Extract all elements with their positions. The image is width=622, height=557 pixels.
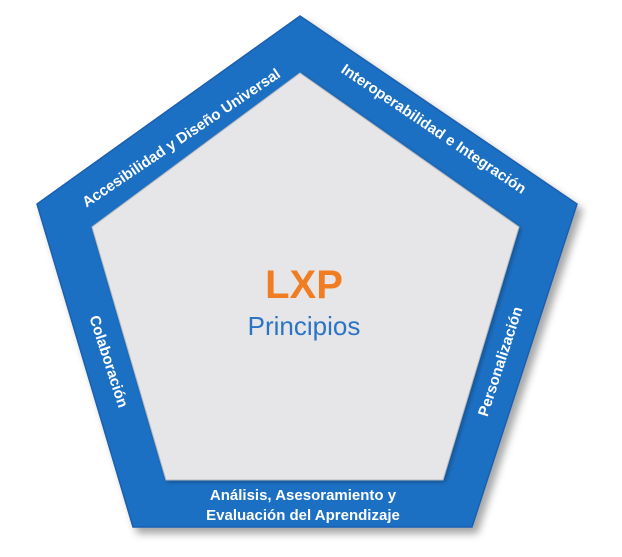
side-label-analisis-line1: Análisis, Asesoramiento y xyxy=(210,487,397,504)
center-subtitle: Principios xyxy=(248,311,361,341)
center-title: LXP xyxy=(265,263,343,307)
side-label-analisis-line2: Evaluación del Aprendizaje xyxy=(206,507,400,524)
inner-pentagon xyxy=(91,72,520,481)
